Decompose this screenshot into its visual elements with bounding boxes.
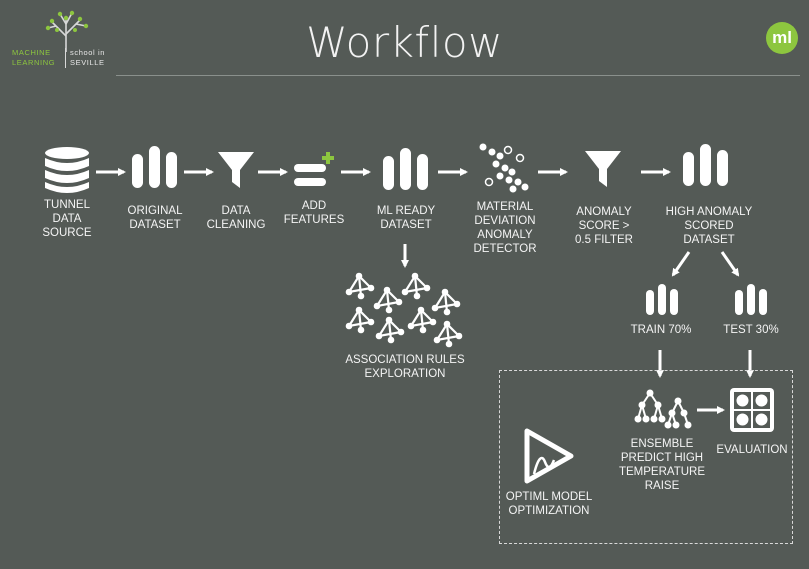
dataset-bars-icon bbox=[683, 144, 728, 186]
association-network-icon bbox=[344, 271, 464, 349]
arrow-highanomaly-to-test bbox=[720, 251, 740, 277]
label-add-features: ADD FEATURES bbox=[283, 200, 345, 226]
label-ensemble: ENSEMBLE PREDICT HIGH TEMPERATURE RAISE bbox=[618, 438, 706, 492]
label-association-rules: ASSOCIATION RULES EXPLORATION bbox=[345, 354, 465, 380]
label-ml-ready-dataset: ML READY DATASET bbox=[376, 205, 436, 231]
label-anomaly-detector: MATERIAL DEVIATION ANOMALY DETECTOR bbox=[473, 201, 537, 255]
logo-text-machine: MACHINE bbox=[12, 48, 51, 57]
label-evaluation: EVALUATION bbox=[716, 444, 788, 456]
page-title: Workflow bbox=[306, 18, 503, 67]
label-anomaly-filter: ANOMALY SCORE > 0.5 FILTER bbox=[575, 206, 633, 246]
filter-icon bbox=[585, 151, 621, 187]
ml-logo-text: ml bbox=[772, 28, 792, 47]
label-optiml: OPTIML MODEL OPTIMIZATION bbox=[505, 491, 593, 517]
machine-learning-logo: MACHINE LEARNING school in SEVILLE bbox=[8, 6, 118, 70]
ml-logo-badge: ml bbox=[766, 22, 798, 54]
anomaly-dots-icon bbox=[479, 143, 529, 193]
logo-text-school-in: school in bbox=[70, 48, 106, 57]
database-icon bbox=[45, 147, 89, 193]
optimization-region bbox=[499, 370, 793, 544]
dataset-bars-icon bbox=[646, 284, 678, 315]
ensemble-tree-icon bbox=[634, 389, 692, 429]
label-original-dataset: ORIGINAL DATASET bbox=[127, 205, 183, 231]
add-features-icon bbox=[294, 152, 334, 186]
dataset-bars-icon bbox=[383, 148, 428, 190]
filter-icon bbox=[218, 152, 254, 188]
arrow-highanomaly-to-train bbox=[671, 251, 691, 277]
optiml-icon bbox=[524, 428, 574, 484]
label-train: TRAIN 70% bbox=[630, 324, 692, 336]
dataset-bars-icon bbox=[132, 146, 177, 188]
label-high-anomaly-dataset: HIGH ANOMALY SCORED DATASET bbox=[665, 206, 753, 246]
label-test: TEST 30% bbox=[723, 324, 779, 336]
label-tunnel-data-source: TUNNEL DATA SOURCE bbox=[42, 199, 92, 239]
dataset-bars-icon bbox=[735, 284, 767, 315]
evaluation-grid-icon bbox=[730, 388, 774, 432]
logo-text-learning: LEARNING bbox=[12, 58, 56, 67]
logo-text-seville: SEVILLE bbox=[70, 58, 105, 67]
title-divider bbox=[116, 75, 800, 76]
label-data-cleaning: DATA CLEANING bbox=[206, 205, 266, 231]
tree-logo-icon bbox=[45, 10, 89, 52]
